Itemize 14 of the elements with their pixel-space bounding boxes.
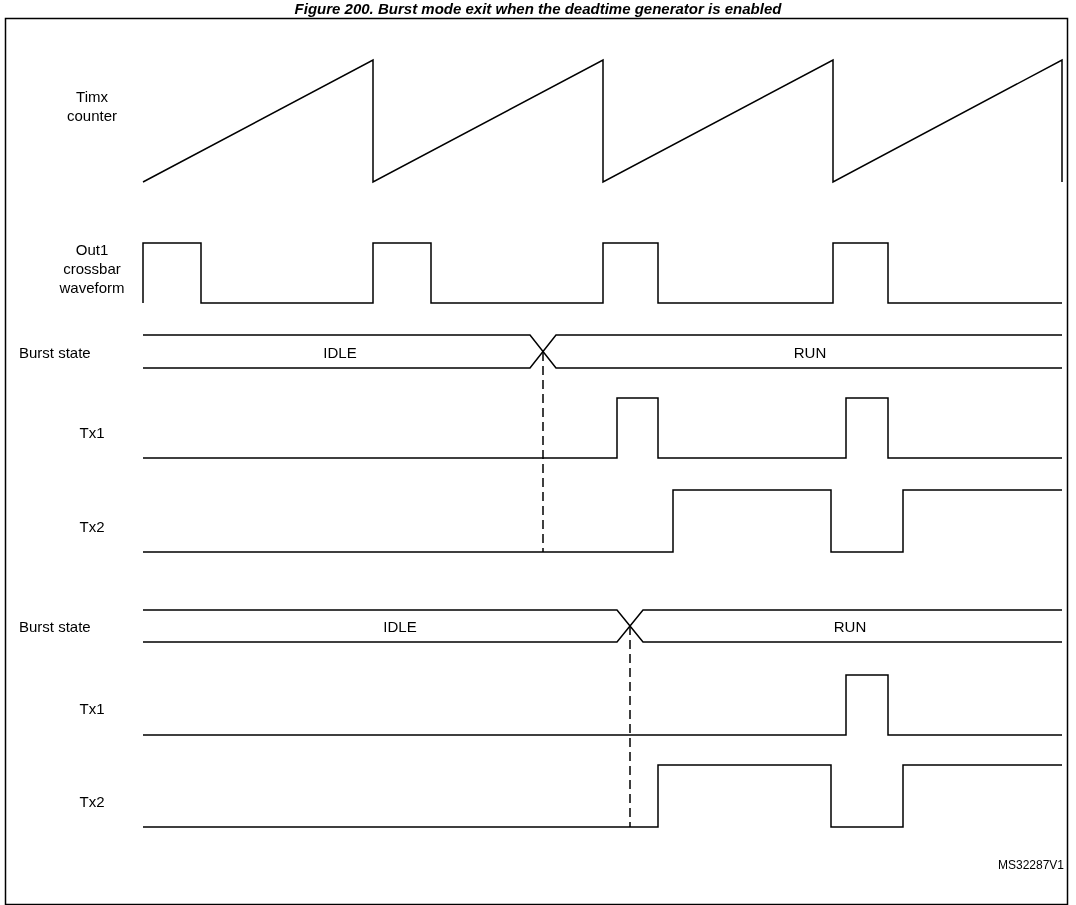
signal-label: Tx1 bbox=[79, 422, 105, 442]
signal-label: Out1 crossbar waveform bbox=[58, 239, 126, 297]
signal-label: Burst state bbox=[19, 342, 91, 362]
state-label: IDLE bbox=[323, 342, 357, 362]
signal-label: Burst state bbox=[19, 616, 91, 636]
signal-label: Tx2 bbox=[79, 791, 105, 811]
state-label: IDLE bbox=[383, 616, 417, 636]
state-label: RUN bbox=[833, 616, 867, 636]
state-label: RUN bbox=[793, 342, 827, 362]
signal-label: Tx1 bbox=[79, 698, 105, 718]
figure-id: MS32287V1 bbox=[997, 856, 1064, 874]
signal-label: Timx counter bbox=[65, 87, 118, 125]
figure-title: Figure 200. Burst mode exit when the deadtime generator is enabled bbox=[293, 0, 783, 17]
signal-label: Tx2 bbox=[79, 516, 105, 536]
